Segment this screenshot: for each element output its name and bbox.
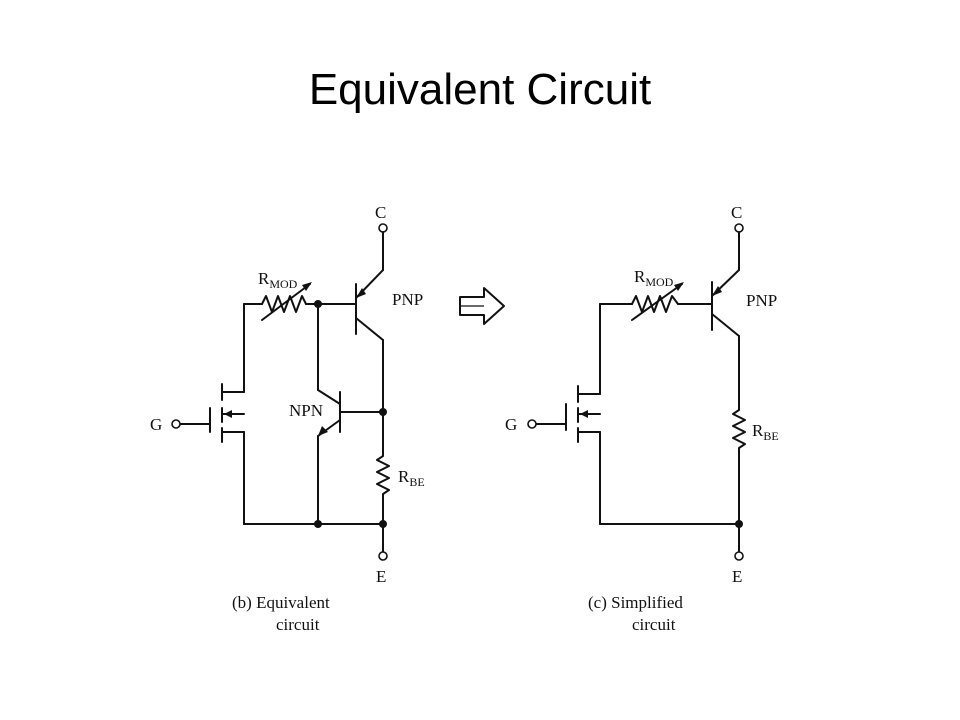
- hollow-right-arrow-icon: [459, 287, 505, 325]
- node-npn-base: [379, 408, 387, 416]
- rbe-resistor-simplified: [732, 403, 746, 525]
- rmod-label-simplified: RMOD: [634, 267, 674, 289]
- emitter-label-simplified: E: [732, 567, 742, 586]
- rbe-label: RBE: [398, 467, 425, 489]
- pnp-transistor: [317, 269, 384, 341]
- simplified-circuit: C PNP RMOD: [505, 203, 779, 634]
- rmod-resistor: [243, 282, 319, 321]
- rmod-label: RMOD: [258, 269, 298, 291]
- caption-equivalent-line1: (b) Equivalent: [232, 593, 330, 612]
- rbe-resistor: [376, 449, 390, 525]
- npn-label: NPN: [289, 401, 323, 420]
- mosfet: [175, 383, 245, 525]
- pnp-transistor-simplified: [685, 269, 740, 337]
- gate-terminal: [171, 419, 181, 429]
- caption-simplified-line2: circuit: [632, 615, 676, 634]
- emitter-terminal: [378, 551, 388, 561]
- collector-terminal: [378, 223, 388, 233]
- mosfet-simplified: [531, 385, 601, 525]
- gate-label: G: [150, 415, 162, 434]
- npn-transistor: [317, 303, 384, 525]
- slide-title: Equivalent Circuit: [308, 65, 652, 114]
- collector-label-simplified: C: [731, 203, 742, 222]
- equivalent-circuit: C PNP RMOD: [150, 203, 425, 634]
- rmod-resistor-simplified: [599, 282, 687, 321]
- caption-simplified-line1: (c) Simplified: [588, 593, 683, 612]
- gate-label-simplified: G: [505, 415, 517, 434]
- collector-label: C: [375, 203, 386, 222]
- pnp-label-simplified: PNP: [746, 291, 777, 310]
- pnp-label: PNP: [392, 290, 423, 309]
- collector-terminal-simplified: [734, 223, 744, 233]
- emitter-label: E: [376, 567, 386, 586]
- rbe-label-simplified: RBE: [752, 421, 779, 443]
- gate-terminal-simplified: [527, 419, 537, 429]
- node-bottom-npn: [314, 520, 322, 528]
- caption-equivalent-line2: circuit: [276, 615, 320, 634]
- emitter-terminal-simplified: [734, 551, 744, 561]
